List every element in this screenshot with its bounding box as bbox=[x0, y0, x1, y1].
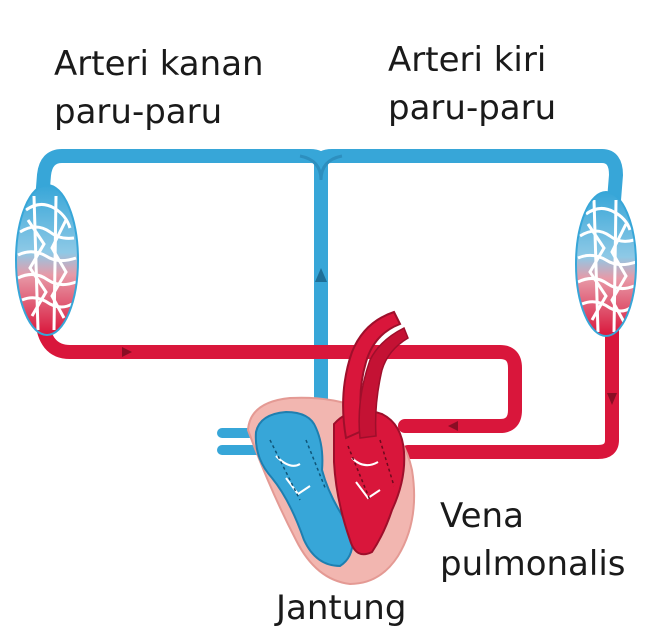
right-artery-label-line1: Arteri kanan bbox=[54, 40, 264, 88]
left-lung-capillaries bbox=[576, 192, 636, 336]
left-artery-label-line1: Arteri kiri bbox=[388, 36, 556, 84]
right-artery-branch bbox=[42, 156, 321, 200]
right-pulmonary-artery-label: Arteri kanan paru-paru bbox=[54, 40, 264, 136]
right-lung-capillaries bbox=[16, 185, 78, 335]
heart-label: Jantung bbox=[276, 584, 406, 632]
right-artery-label-line2: paru-paru bbox=[54, 88, 264, 136]
left-artery-branch bbox=[321, 156, 616, 200]
pulmonary-vein-label: Vena pulmonalis bbox=[440, 492, 626, 588]
left-pulmonary-artery-label: Arteri kiri paru-paru bbox=[388, 36, 556, 132]
vein-label-line1: Vena bbox=[440, 492, 626, 540]
left-artery-label-line2: paru-paru bbox=[388, 84, 556, 132]
vein-label-line2: pulmonalis bbox=[440, 540, 626, 588]
